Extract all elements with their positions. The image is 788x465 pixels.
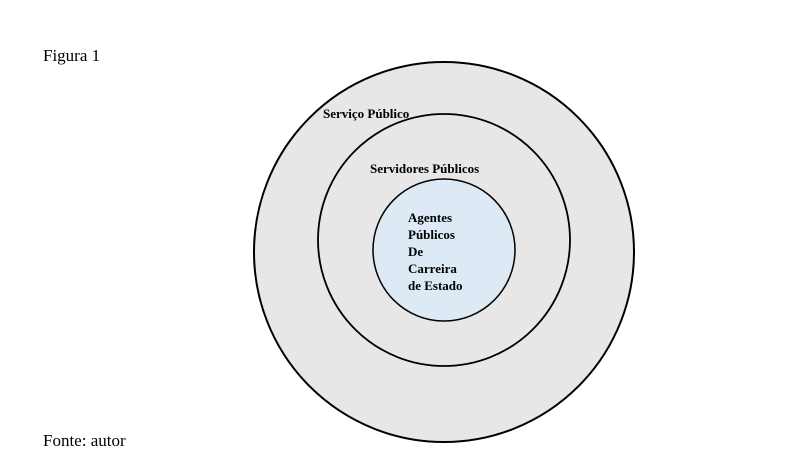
inner-label-line-4: Carreira bbox=[408, 261, 457, 276]
figure-title: Figura 1 bbox=[43, 46, 101, 65]
inner-label-line-3: De bbox=[408, 244, 423, 259]
inner-label-line-2: Públicos bbox=[408, 227, 455, 242]
inner-label-line-1: Agentes bbox=[408, 210, 452, 225]
figure-source: Fonte: autor bbox=[43, 431, 126, 450]
middle-ring-label: Servidores Públicos bbox=[370, 161, 479, 176]
inner-label-line-5: de Estado bbox=[408, 278, 463, 293]
outer-ring-label: Serviço Público bbox=[323, 106, 409, 121]
inner-circle-agentes-publicos bbox=[372, 178, 516, 322]
